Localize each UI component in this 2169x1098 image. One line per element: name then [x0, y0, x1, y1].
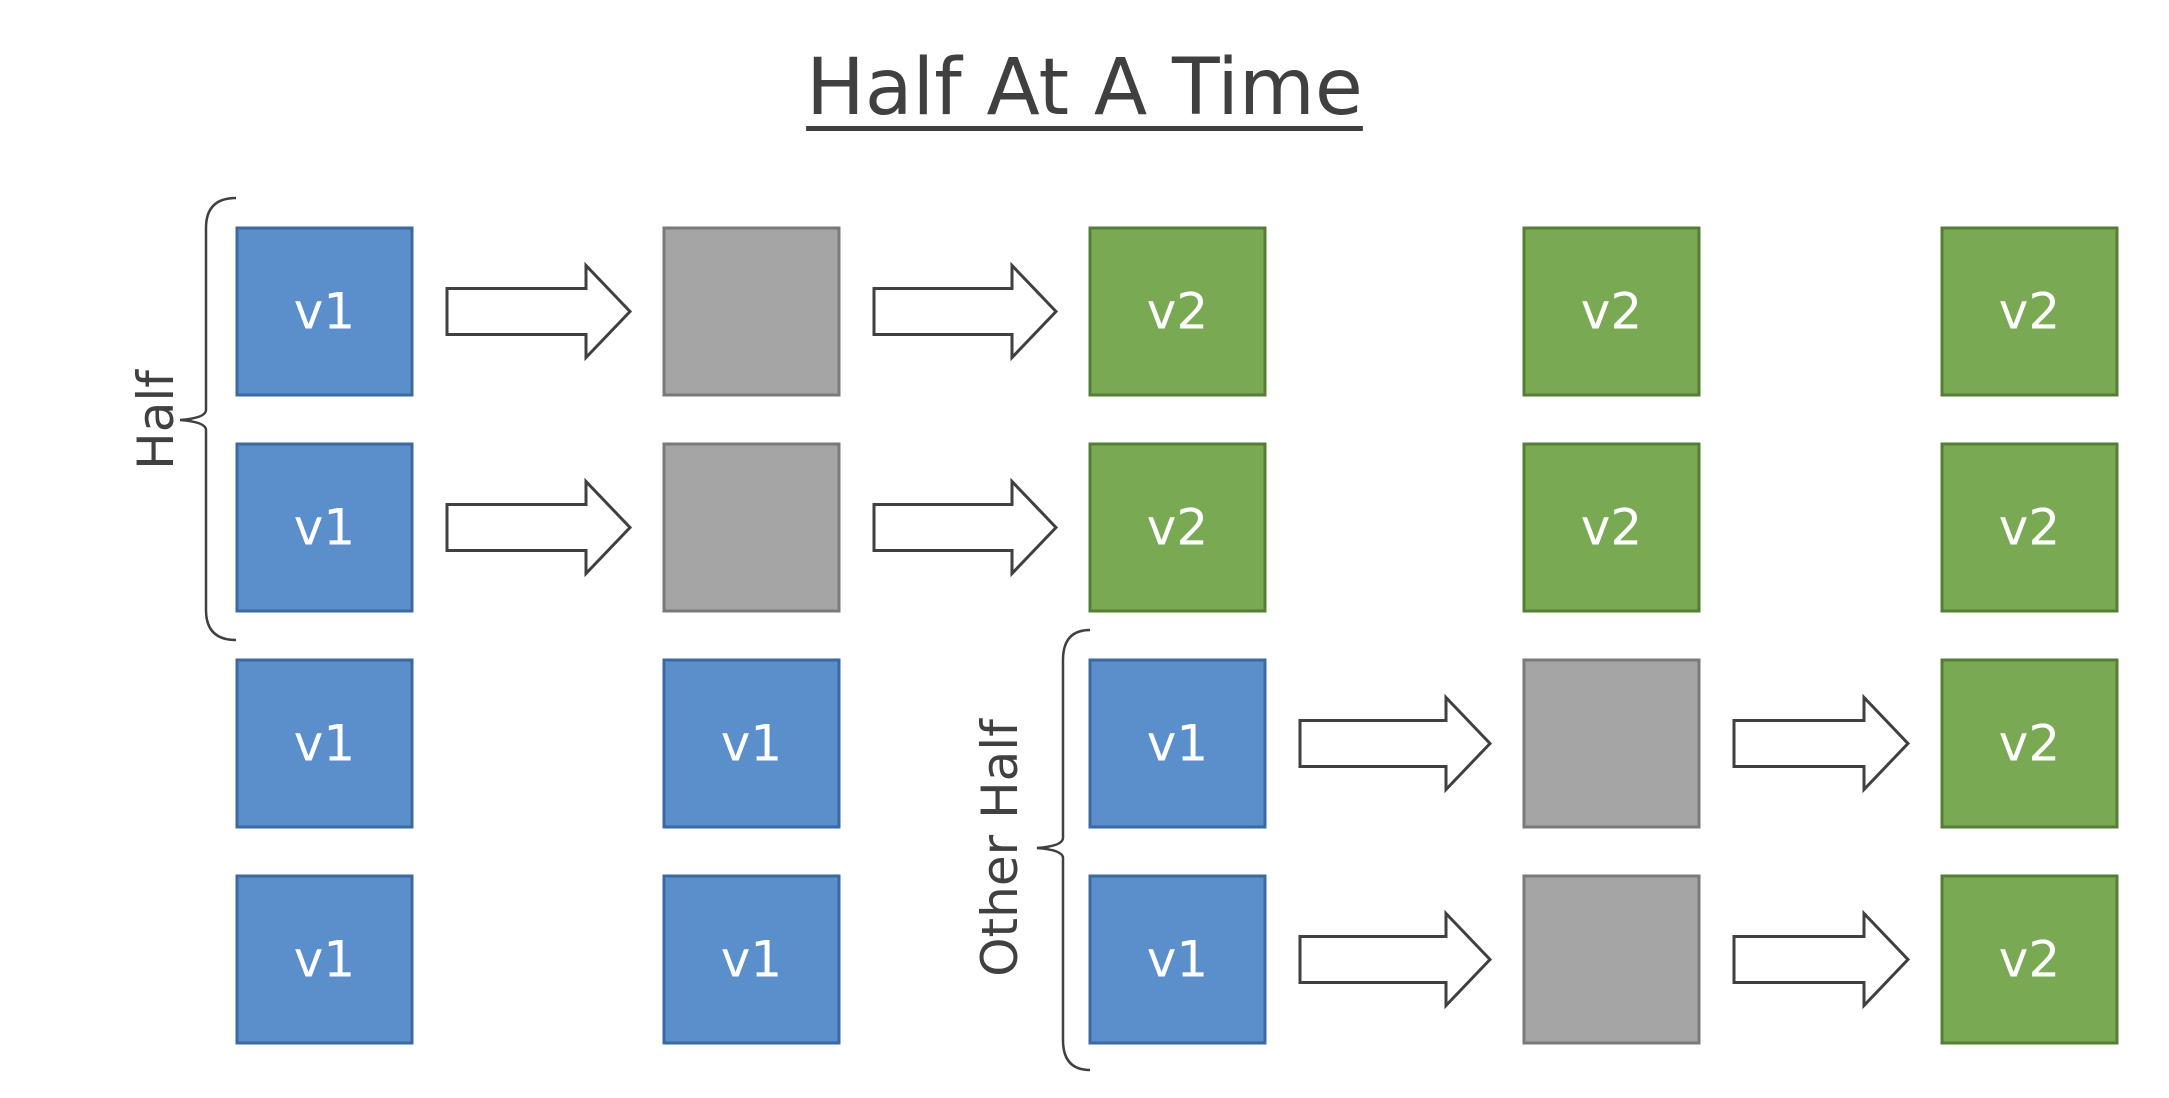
instance-version-label: v2	[1147, 499, 1208, 557]
arrows-layer	[445, 261, 1911, 1010]
instance-col0-row1: v1	[235, 442, 414, 613]
instance-box-empty	[1522, 658, 1701, 829]
instance-box-empty	[662, 442, 841, 613]
instance-col0-row0: v1	[235, 226, 414, 397]
instance-col0-row3: v1	[235, 874, 414, 1045]
instance-box-v1	[235, 226, 414, 397]
instance-box-v1	[1088, 874, 1267, 1045]
half-group-bracket: Half	[127, 196, 237, 642]
transition-arrow	[445, 261, 633, 362]
instance-version-label: v2	[1147, 283, 1208, 341]
instance-box-v1	[1088, 658, 1267, 829]
instance-box-v1	[235, 874, 414, 1045]
instance-version-label: v2	[1999, 931, 2060, 989]
instance-version-label: v2	[1999, 283, 2060, 341]
instance-col1-row2: v1	[662, 658, 841, 829]
instance-col1-row3: v1	[662, 874, 841, 1045]
instance-box-v2	[1522, 442, 1701, 613]
instance-col1-row1	[662, 442, 841, 613]
instance-version-label: v2	[1999, 715, 2060, 773]
instance-col4-row0: v2	[1940, 226, 2119, 397]
instance-version-label: v1	[294, 499, 355, 557]
half-group-label: Half	[127, 369, 185, 470]
instance-box-v2	[1940, 226, 2119, 397]
instance-col3-row1: v2	[1522, 442, 1701, 613]
instance-col3-row3	[1522, 874, 1701, 1045]
instance-box-v1	[235, 442, 414, 613]
instance-box-v2	[1940, 658, 2119, 829]
instance-box-v1	[235, 658, 414, 829]
instance-col4-row1: v2	[1940, 442, 2119, 613]
transition-arrow	[1732, 693, 1911, 794]
instance-box-v2	[1522, 226, 1701, 397]
other-half-group-bracket: Other Half	[971, 628, 1091, 1072]
transition-arrow	[445, 477, 633, 578]
instance-box-v2	[1088, 226, 1267, 397]
instance-version-label: v1	[294, 715, 355, 773]
instance-col3-row0: v2	[1522, 226, 1701, 397]
instance-version-label: v1	[721, 931, 782, 989]
instance-version-label: v2	[1999, 499, 2060, 557]
instance-box-v1	[662, 658, 841, 829]
instance-version-label: v1	[294, 283, 355, 341]
transition-arrow	[872, 477, 1059, 578]
instance-box-v2	[1940, 442, 2119, 613]
boxes-layer: v1 v1 v1 v1 v1 v1 v2 v2 v1 v1 v2 v2 v2 v2 v2 v2	[235, 226, 2119, 1045]
instance-version-label: v2	[1581, 283, 1642, 341]
instance-box-v2	[1088, 442, 1267, 613]
instance-version-label: v1	[1147, 931, 1208, 989]
instance-col1-row0	[662, 226, 841, 397]
instance-box-v2	[1940, 874, 2119, 1045]
page-title: Half At A Time	[806, 43, 1363, 133]
transition-arrow	[872, 261, 1059, 362]
instance-box-empty	[662, 226, 841, 397]
instance-col3-row2	[1522, 658, 1701, 829]
instance-col2-row2: v1	[1088, 658, 1267, 829]
instance-col2-row0: v2	[1088, 226, 1267, 397]
instance-col2-row1: v2	[1088, 442, 1267, 613]
transition-arrow	[1298, 693, 1493, 794]
instance-version-label: v1	[1147, 715, 1208, 773]
instance-col0-row2: v1	[235, 658, 414, 829]
instance-box-empty	[1522, 874, 1701, 1045]
instance-col2-row3: v1	[1088, 874, 1267, 1045]
instance-version-label: v1	[721, 715, 782, 773]
transition-arrow	[1298, 909, 1493, 1010]
instance-version-label: v2	[1581, 499, 1642, 557]
instance-col4-row3: v2	[1940, 874, 2119, 1045]
instance-box-v1	[662, 874, 841, 1045]
instance-col4-row2: v2	[1940, 658, 2119, 829]
other-half-group-label: Other Half	[971, 718, 1029, 977]
instance-version-label: v1	[294, 931, 355, 989]
transition-arrow	[1732, 909, 1911, 1010]
